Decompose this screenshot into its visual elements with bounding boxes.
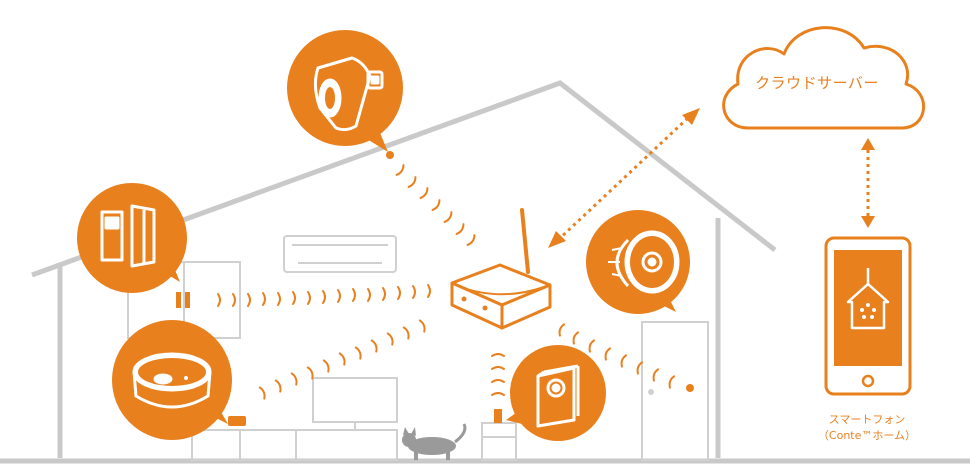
cloud-server-label: クラウドサーバー (755, 74, 879, 92)
window-sensor-bubble (77, 183, 187, 293)
cloud-icon (722, 26, 925, 130)
smart-plug-bubble (287, 30, 403, 152)
door-window-sensor-icon (100, 204, 156, 268)
device-dots (176, 151, 694, 426)
smartphone-label: スマートフォン （Conte™ホーム） (782, 412, 952, 444)
wave-window-sensor (217, 284, 431, 307)
smart-speaker-icon (132, 352, 212, 409)
camera-bubble (506, 345, 606, 441)
motion-sensor-bubble (586, 210, 690, 314)
cat-silhouette (402, 423, 467, 460)
hub-cloud-link (548, 108, 700, 248)
motion-sensor-icon (608, 230, 680, 294)
smartphone-app-name: （Conte™ホーム） (817, 429, 917, 442)
door (641, 321, 709, 461)
wave-camera (491, 353, 505, 396)
wave-smart-speaker (258, 318, 428, 400)
home-app-icon (846, 268, 890, 330)
air-conditioner (283, 235, 397, 273)
smart-plug-icon (313, 56, 384, 132)
smartphone-icon (824, 236, 912, 396)
side-table (481, 422, 517, 461)
camera-icon (536, 364, 580, 428)
tv (312, 377, 398, 423)
cloud-phone-link (861, 138, 875, 228)
hub-icon (450, 208, 552, 330)
wave-smart-plug (395, 164, 478, 248)
smartphone-name: スマートフォン (828, 413, 906, 426)
tv-cabinet (191, 429, 398, 461)
smart-speaker-bubble (112, 320, 232, 440)
